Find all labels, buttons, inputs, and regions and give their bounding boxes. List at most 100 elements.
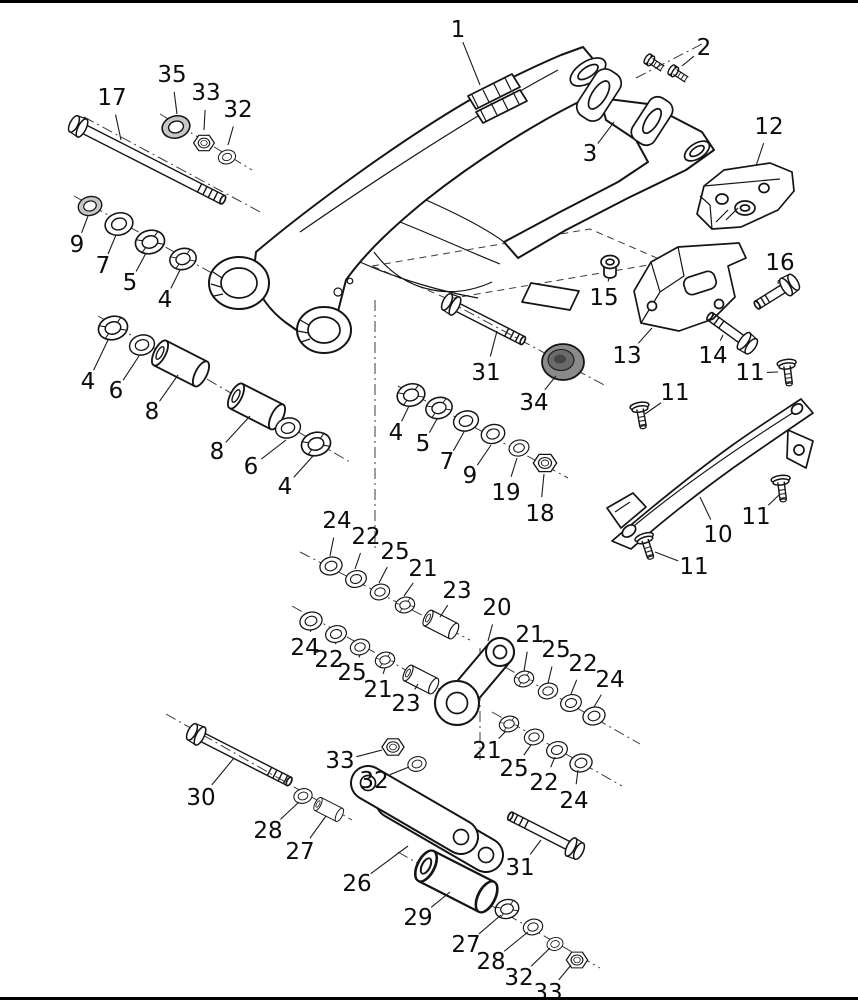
callout-leader-10 [699, 496, 712, 520]
part-4-bearing-a [166, 244, 200, 274]
part-33-nut-a [192, 134, 216, 152]
callout-label-8: 8 [210, 439, 225, 465]
callout-leader-31 [529, 839, 542, 855]
callout-label-21: 21 [515, 622, 544, 648]
callout-label-11: 11 [660, 380, 689, 406]
callout-leader-31 [489, 330, 498, 357]
callout-leader-22 [334, 642, 337, 645]
callout-label-24: 24 [559, 788, 588, 814]
part-4-bearing-c [297, 428, 335, 460]
callout-label-28: 28 [476, 949, 505, 975]
callout-label-7: 7 [96, 253, 111, 279]
part-30-bolt [183, 720, 293, 787]
callout-leader-7 [107, 234, 117, 255]
part-11-screw-a [776, 357, 800, 388]
part-27-bushing-b [492, 896, 522, 922]
callout-label-22: 22 [568, 651, 597, 677]
callout-leader-4 [293, 455, 314, 478]
callout-label-24: 24 [322, 508, 351, 534]
callout-leader-33 [558, 964, 572, 981]
callout-leader-21 [382, 667, 386, 674]
callout-label-32: 32 [504, 965, 533, 991]
callout-leader-25 [358, 654, 361, 658]
callout-leader-3 [597, 121, 615, 144]
callout-label-3: 3 [583, 141, 598, 167]
callout-label-7: 7 [440, 449, 455, 475]
chain-pad-upper [467, 73, 521, 110]
part-8-collar-a [147, 337, 214, 390]
callout-label-29: 29 [403, 905, 432, 931]
part-12-chain-guide-bracket [696, 162, 795, 230]
callout-label-22: 22 [529, 770, 558, 796]
callout-label-23: 23 [391, 691, 420, 717]
part-16-bolt [753, 270, 804, 310]
callout-leader-1 [462, 41, 481, 86]
callout-label-14: 14 [698, 343, 727, 369]
callout-label-11: 11 [679, 554, 708, 580]
chain-pad-lower [475, 89, 528, 124]
callout-label-25: 25 [541, 637, 570, 663]
part-32-washer-b [405, 754, 429, 774]
callout-label-6: 6 [109, 378, 124, 404]
callout-leader-13 [637, 327, 653, 344]
callout-leader-27 [478, 914, 502, 935]
callout-label-17: 17 [97, 85, 126, 111]
callout-leader-34 [544, 375, 557, 391]
callout-leader-14 [719, 334, 724, 341]
callout-label-24: 24 [290, 635, 319, 661]
callout-leader-29 [430, 891, 451, 908]
callout-label-12: 12 [754, 114, 783, 140]
part-5-bearing-b [422, 393, 456, 423]
callout-leader-20 [487, 624, 494, 642]
callout-leader-5 [135, 252, 147, 272]
callout-label-22: 22 [351, 524, 380, 550]
part-20-relay-arm [434, 637, 515, 726]
callout-leader-28 [503, 931, 529, 952]
callout-leader-11 [767, 493, 781, 506]
callout-leader-28 [280, 801, 300, 820]
part-28-washer-a [291, 786, 315, 806]
callout-label-9: 9 [463, 463, 478, 489]
callout-leader-22 [550, 756, 556, 768]
callout-leader-22 [570, 679, 578, 695]
callout-leader-4 [93, 339, 109, 371]
callout-label-6: 6 [244, 454, 259, 480]
callout-label-19: 19 [491, 480, 520, 506]
callout-leader-15 [607, 277, 610, 282]
part-33-nut-b [381, 738, 405, 756]
exploded-parts-diagram: 1235333217312975416151314113134468864457… [65, 17, 814, 997]
callout-label-25: 25 [499, 756, 528, 782]
axle-slot-far [683, 140, 711, 162]
part-27-bushing-a [311, 795, 346, 824]
flap-plate [521, 282, 580, 311]
callout-leader-4 [170, 269, 181, 289]
callout-leader-11 [644, 402, 662, 415]
callout-leader-6 [260, 439, 287, 460]
callout-label-11: 11 [735, 360, 764, 386]
callout-leader-25 [523, 744, 532, 756]
callout-leader-21 [403, 582, 414, 597]
part-15-spacer [600, 254, 620, 279]
callout-leader-5 [428, 418, 438, 433]
callout-leader-24 [575, 769, 579, 785]
callout-leader-32 [530, 947, 551, 967]
callout-label-28: 28 [253, 818, 282, 844]
callout-label-24: 24 [595, 667, 624, 693]
callout-leader-8 [159, 374, 179, 402]
callout-leader-32 [389, 766, 410, 776]
callout-leader-24 [593, 694, 602, 708]
callout-label-5: 5 [123, 270, 138, 296]
part-19-washer [506, 437, 532, 459]
callout-leader-30 [211, 757, 235, 786]
part-31-bolt-upper [438, 290, 527, 346]
callout-label-16: 16 [765, 250, 794, 276]
part-14-bolt [706, 311, 762, 358]
part-7-washer [101, 208, 137, 240]
callout-label-30: 30 [186, 785, 215, 811]
callout-leader-2 [681, 55, 695, 67]
pivot-boss-lower [296, 306, 352, 354]
callout-label-15: 15 [589, 285, 618, 311]
callout-label-21: 21 [408, 556, 437, 582]
